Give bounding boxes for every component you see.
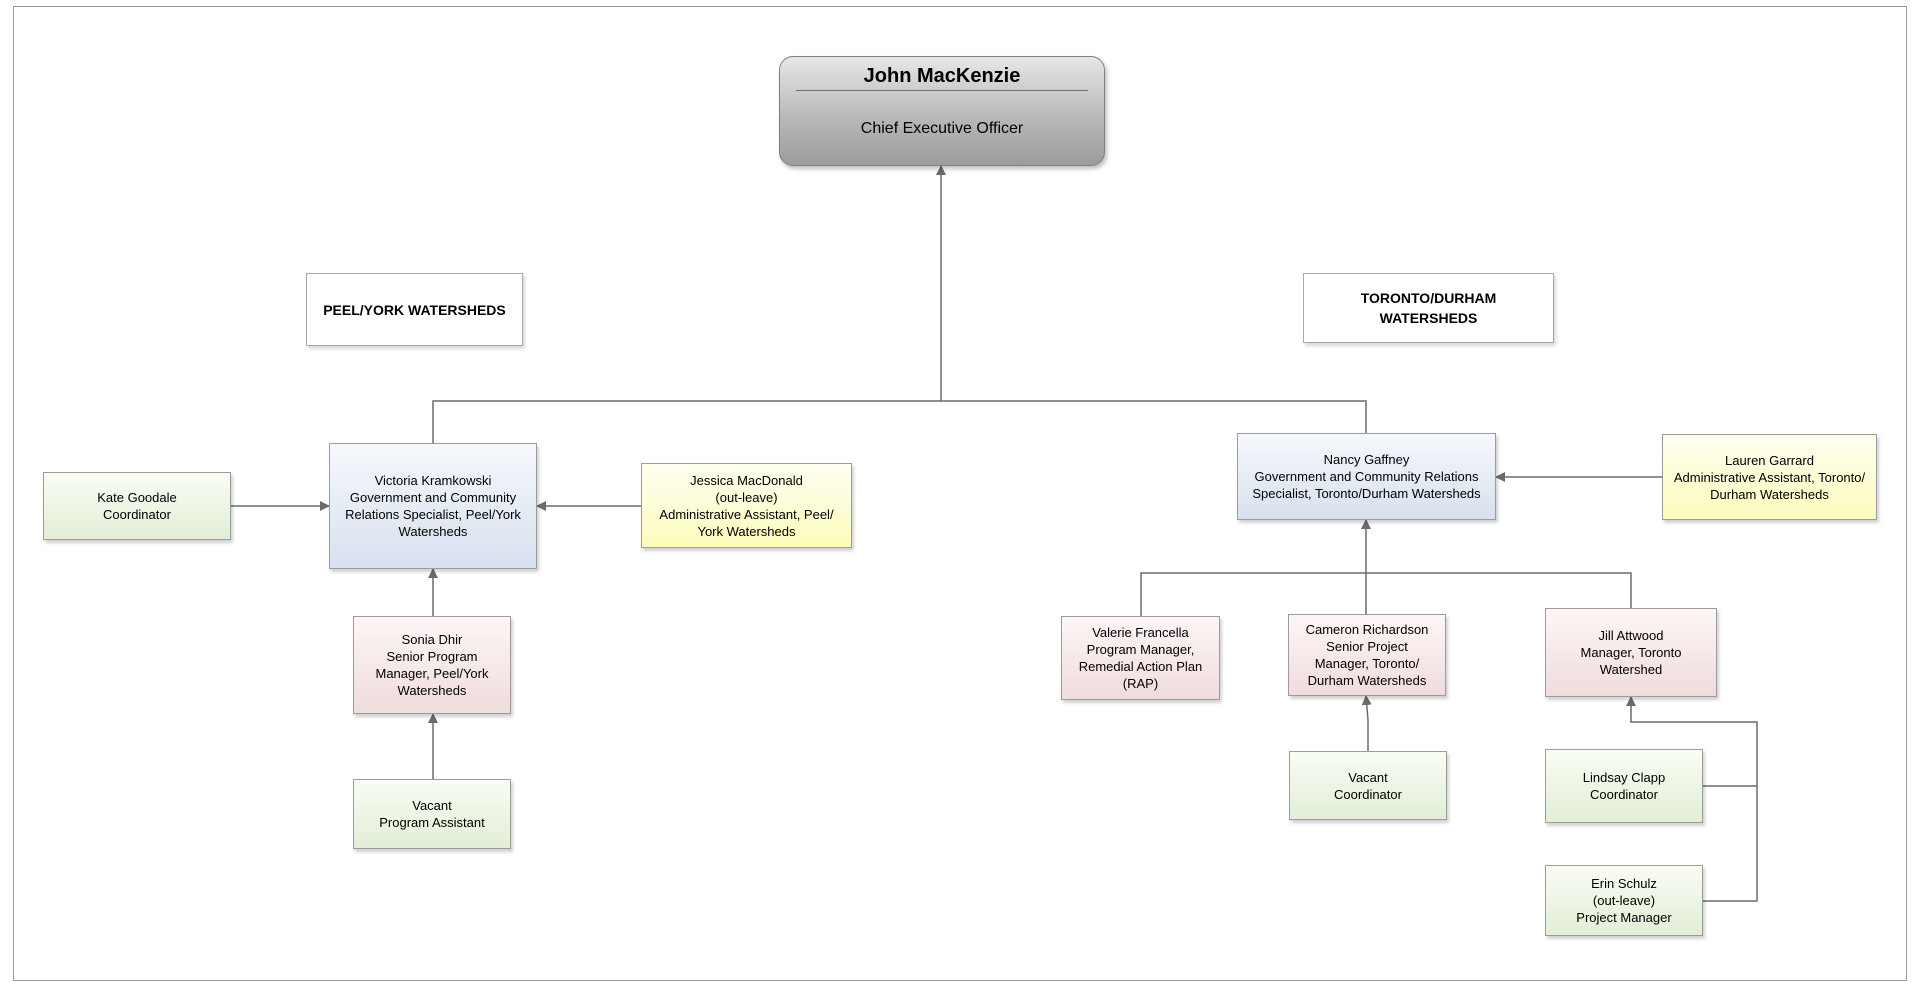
node-erin-schulz: Erin Schulz (out-leave) Project Manager	[1545, 865, 1703, 936]
connector-erin-to-jill	[1703, 786, 1758, 902]
node-vacant-program-assistant: Vacant Program Assistant	[353, 779, 511, 849]
node-jill-attwood: Jill Attwood Manager, Toronto Watershed	[1545, 608, 1717, 697]
node-valerie-francella: Valerie Francella Program Manager, Remed…	[1061, 616, 1220, 700]
node-lauren-garrard: Lauren Garrard Administrative Assistant,…	[1662, 434, 1877, 520]
chart-frame	[13, 6, 1907, 981]
ceo-divider	[796, 90, 1088, 91]
node-vacant-coordinator: Vacant Coordinator	[1289, 751, 1447, 820]
node-cameron-richardson: Cameron Richardson Senior Project Manage…	[1288, 614, 1446, 696]
node-victoria-kramkowski: Victoria Kramkowski Government and Commu…	[329, 443, 537, 569]
ceo-title: Chief Executive Officer	[860, 120, 1024, 137]
connector-branch-bar	[432, 400, 1367, 443]
connector-team-to-jill	[1626, 696, 1758, 787]
node-jessica-macdonald: Jessica MacDonald (out-leave) Administra…	[641, 463, 852, 548]
ceo-box: John MacKenzie Chief Executive Officer	[779, 56, 1105, 166]
node-nancy-gaffney: Nancy Gaffney Government and Community R…	[1237, 433, 1496, 520]
node-lindsay-clapp: Lindsay Clapp Coordinator	[1545, 749, 1703, 823]
ceo-name: John MacKenzie	[863, 65, 1021, 87]
connector-reports-bar	[1140, 572, 1632, 616]
region-label-toronto-durham: TORONTO/DURHAM WATERSHEDS	[1303, 273, 1554, 343]
node-sonia-dhir: Sonia Dhir Senior Program Manager, Peel/…	[353, 616, 511, 714]
node-kate-goodale: Kate Goodale Coordinator	[43, 472, 231, 540]
connector-vacant-to-cameron	[1361, 695, 1372, 751]
region-label-peel-york: PEEL/YORK WATERSHEDS	[306, 273, 523, 346]
